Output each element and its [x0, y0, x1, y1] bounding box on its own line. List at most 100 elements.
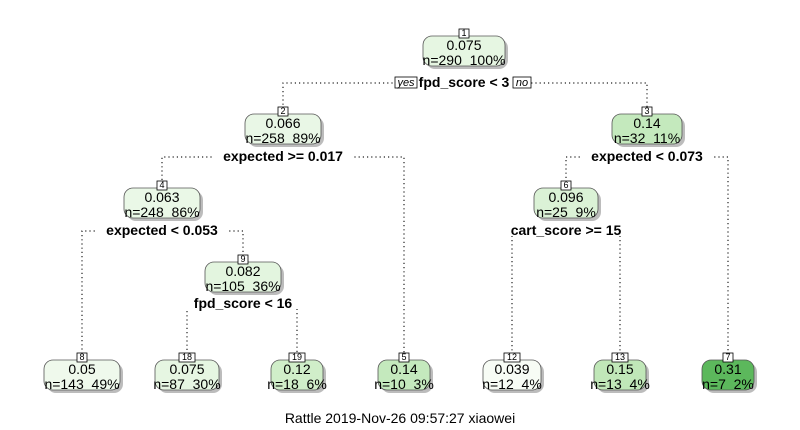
node-number: 9	[240, 254, 245, 264]
edge-6-13	[566, 230, 621, 360]
split-label-text: fpd_score < 3	[419, 74, 510, 90]
no-label: no	[512, 76, 532, 89]
node-count: n=7 2%	[702, 376, 754, 392]
split-label-text: fpd_score < 16	[194, 295, 293, 311]
footer-caption: Rattle 2019-Nov-26 09:57:27 xiaowei	[284, 410, 516, 426]
node-value: 0.05	[68, 361, 95, 377]
node-number: 3	[644, 106, 649, 116]
node-number-box	[277, 106, 289, 117]
node-count: n=18 6%	[267, 376, 327, 392]
node-number-box	[560, 180, 572, 191]
split-label-3: expected < 0.073	[581, 148, 713, 164]
node-count: n=105 36%	[205, 278, 280, 294]
tree-node-3: 30.14n=32 11%	[611, 106, 685, 147]
split-labels: fpd_score < 3 expected >= 0.017 expected <…	[96, 74, 713, 311]
edge-1-2	[282, 82, 464, 114]
node-number: 18	[182, 352, 192, 362]
node-number-box	[722, 352, 734, 363]
split-label-bg	[581, 148, 713, 162]
node-value: 0.063	[144, 189, 179, 205]
node-value: 0.15	[606, 361, 633, 377]
node-value: 0.12	[283, 361, 310, 377]
node-number-box	[156, 180, 168, 191]
split-label-2: expected >= 0.017	[213, 148, 353, 164]
yes-label-text: yes	[396, 77, 415, 89]
node-count: n=12 4%	[482, 376, 542, 392]
node-number-box	[458, 28, 470, 39]
node-count: n=258 89%	[245, 130, 320, 146]
edge-6-12	[511, 230, 566, 360]
node-number: 1	[461, 28, 466, 38]
split-label-bg	[213, 148, 353, 162]
node-value: 0.075	[169, 361, 204, 377]
node-number: 6	[563, 180, 568, 190]
node-value: 0.14	[633, 115, 660, 131]
edge-4-9	[162, 230, 244, 262]
node-number-box	[398, 352, 410, 363]
node-count: n=32 11%	[614, 130, 680, 146]
node-number: 8	[79, 352, 84, 362]
split-label-bg	[185, 295, 301, 309]
node-count: n=290 100%	[423, 52, 506, 68]
split-label-text: expected >= 0.017	[223, 148, 343, 164]
split-label-4: expected < 0.053	[96, 222, 228, 238]
node-number: 13	[615, 352, 625, 362]
yes-label: yes	[394, 76, 418, 89]
node-value: 0.082	[225, 263, 260, 279]
split-label-9: fpd_score < 16	[185, 295, 301, 311]
node-count: n=10 3%	[374, 376, 434, 392]
node-number-box	[503, 352, 521, 363]
node-number-box	[76, 352, 88, 363]
node-count: n=248 86%	[124, 204, 199, 220]
tree-node-8: 80.05n=143 49%	[43, 352, 123, 393]
node-number: 7	[725, 352, 730, 362]
node-number-box	[178, 352, 196, 363]
node-value: 0.039	[494, 361, 529, 377]
split-label-bg	[500, 222, 632, 236]
node-count: n=143 49%	[44, 376, 119, 392]
split-label-text: expected < 0.053	[106, 222, 218, 238]
edge-3-7	[647, 156, 729, 360]
tree-node-13: 130.15n=13 4%	[590, 352, 650, 393]
node-number-box	[611, 352, 629, 363]
node-value: 0.066	[265, 115, 300, 131]
edge-9-18	[186, 303, 243, 360]
node-number-box	[288, 352, 306, 363]
node-count: n=13 4%	[590, 376, 650, 392]
split-label-bg	[410, 74, 518, 88]
node-count: n=25 9%	[536, 204, 596, 220]
tree-node-5: 50.14n=10 3%	[374, 352, 434, 393]
node-count: n=87 30%	[153, 376, 220, 392]
node-number: 19	[292, 352, 302, 362]
yes-label-box	[394, 76, 418, 89]
split-label-1: fpd_score < 3	[410, 74, 518, 90]
node-number: 2	[280, 106, 285, 116]
node-number: 12	[507, 352, 517, 362]
split-label-bg	[96, 222, 228, 236]
node-value: 0.31	[714, 361, 741, 377]
edge-3-6	[565, 156, 647, 188]
node-number: 4	[159, 180, 164, 190]
branch-labels: yes no	[394, 76, 532, 89]
edge-9-19	[243, 303, 298, 360]
node-value: 0.096	[548, 189, 583, 205]
edge-4-8	[81, 230, 162, 360]
split-label-text: expected < 0.073	[591, 148, 703, 164]
node-number: 5	[401, 352, 406, 362]
edge-2-5	[283, 156, 405, 360]
node-value: 0.14	[390, 361, 417, 377]
split-label-6: cart_score >= 15	[500, 222, 632, 238]
no-label-text: no	[516, 77, 528, 89]
node-number-box	[641, 106, 653, 117]
tree-node-7: 70.31n=7 2%	[701, 352, 757, 393]
split-label-text: cart_score >= 15	[511, 222, 622, 238]
node-value: 0.075	[446, 37, 481, 53]
